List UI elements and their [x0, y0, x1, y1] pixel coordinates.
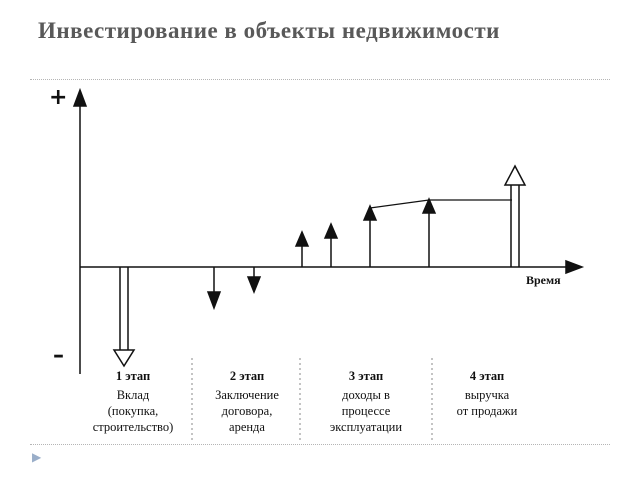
sale-hollow-arrow	[503, 164, 527, 267]
time-axis-arrowhead	[565, 259, 585, 275]
stage-3-title: 3 этап	[348, 369, 384, 383]
income-arrow-3	[362, 204, 378, 267]
vertical-axis-arrowhead	[72, 87, 88, 107]
slide-title: Инвестирование в объекты недвижимости	[38, 18, 500, 43]
expense-arrow-1	[206, 267, 222, 311]
expense-arrow-2	[246, 267, 262, 295]
stage-4-title: 4 этап	[469, 369, 505, 383]
negative-sign: –	[53, 343, 64, 368]
investment-hollow-arrow	[112, 267, 136, 368]
stage-1-description: Вклад(покупка,строительство)	[92, 388, 174, 434]
stage-1-title: 1 этап	[115, 369, 151, 383]
footer-divider	[30, 444, 610, 445]
stage-2-title: 2 этап	[229, 369, 265, 383]
income-arrow-2	[323, 222, 339, 267]
positive-sign: +	[49, 85, 68, 110]
income-trend-line	[369, 199, 512, 209]
stage-1: 1 этап Вклад(покупка,строительство)	[76, 368, 190, 435]
income-arrow-1	[294, 230, 310, 267]
title-divider	[30, 79, 610, 80]
income-arrow-4	[421, 197, 437, 267]
time-axis-label: Время	[526, 273, 561, 287]
slide-bullet-icon: ▶	[32, 450, 42, 464]
